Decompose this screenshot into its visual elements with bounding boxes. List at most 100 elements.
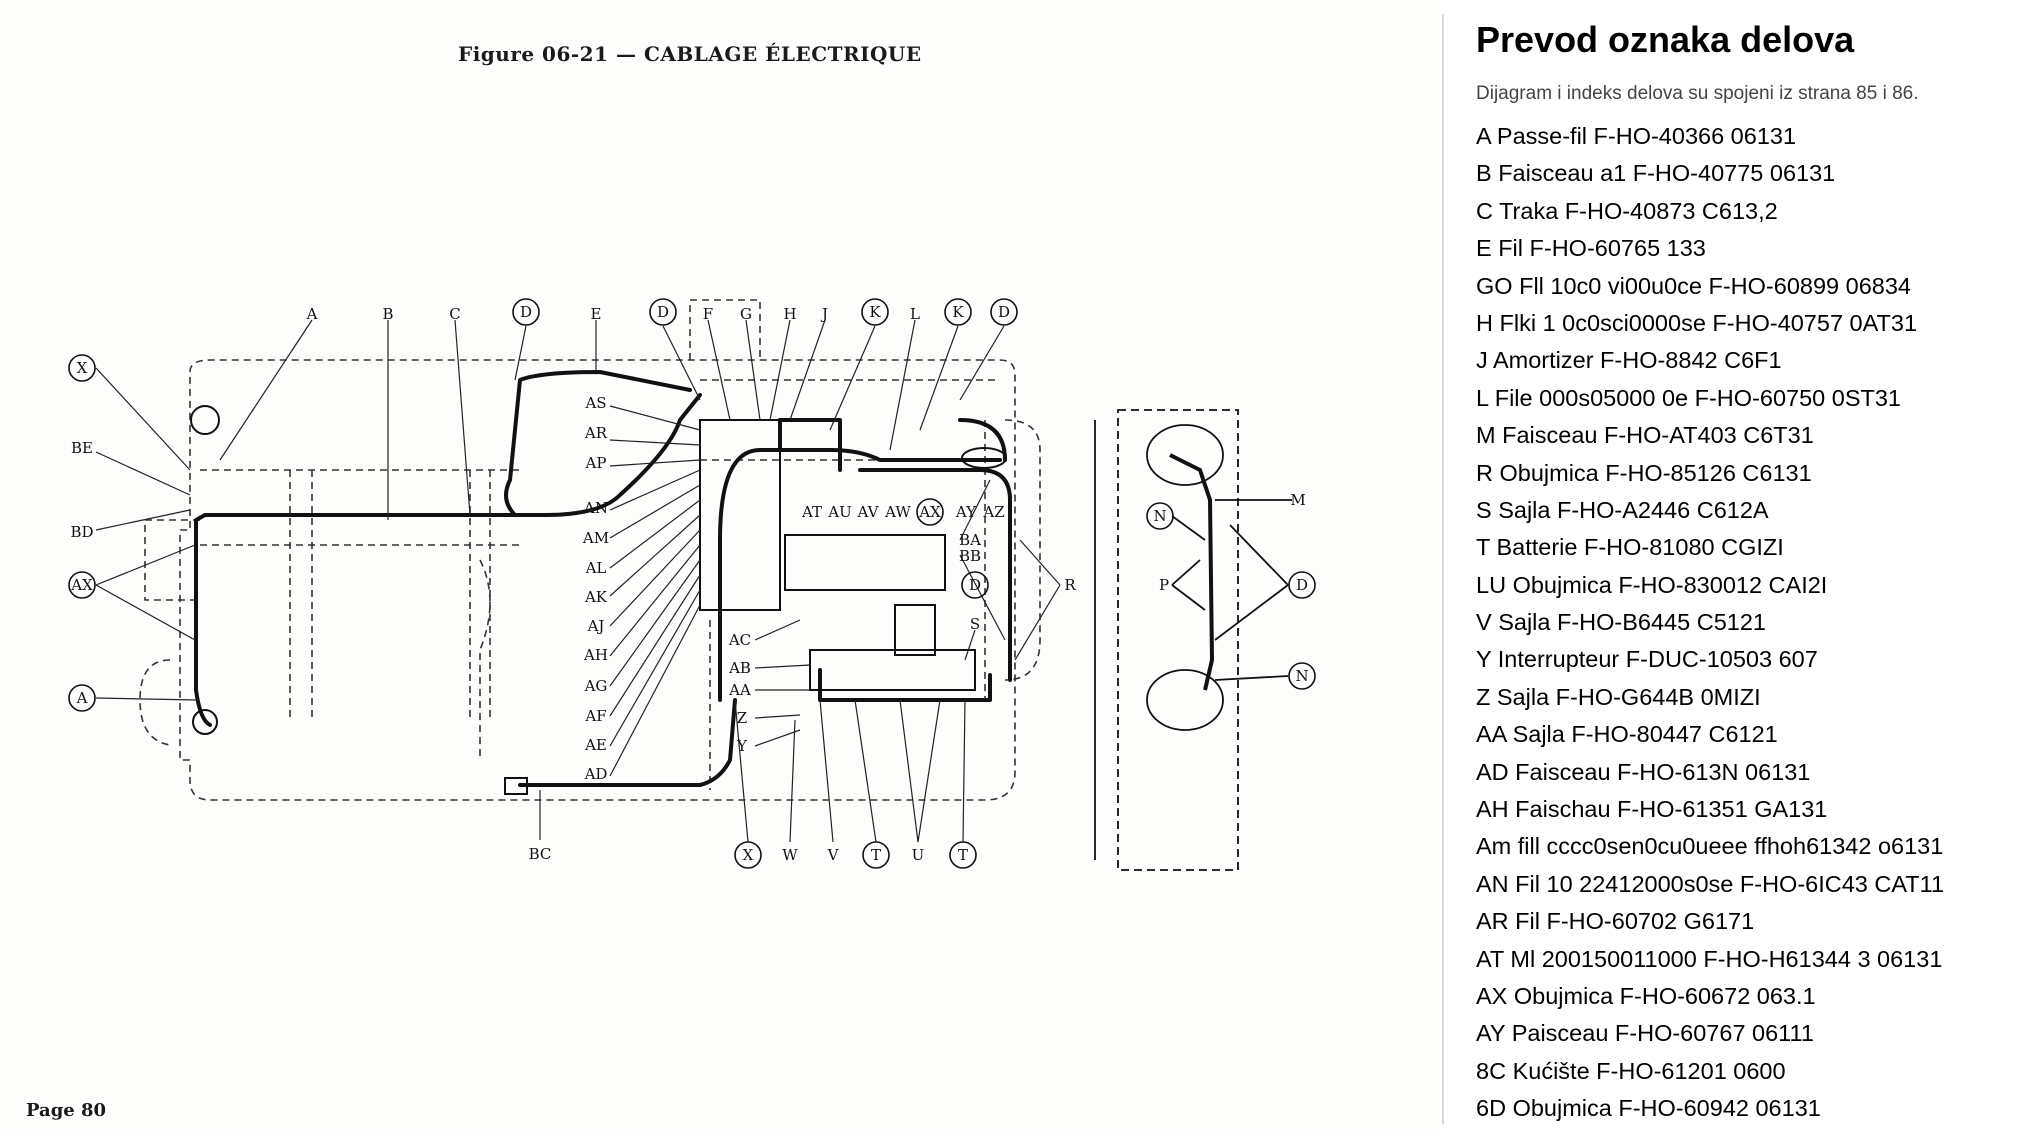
callout-label: C <box>449 305 460 323</box>
legend-item: Y Interrupteur F-DUC-10503 607 <box>1476 646 1818 673</box>
legend-item: Z Sajla F-HO-G644B 0MIZI <box>1476 683 1761 710</box>
legend-item: C Traka F-HO-40873 C613,2 <box>1476 197 1778 224</box>
callout-label: AB <box>728 659 751 677</box>
callout-label: AY <box>955 503 977 521</box>
legend-title: Prevod oznaka delova <box>1476 19 1855 60</box>
callout-label: BC <box>529 845 552 863</box>
scanned-page: A B C D E D F G H J K L K D X BE BD AX A… <box>26 42 1316 1121</box>
legend-item: V Sajla F-HO-B6445 C5121 <box>1476 609 1766 636</box>
callout-label: AA <box>728 681 751 699</box>
callout-label: W <box>782 846 798 864</box>
callout-label: AD <box>584 765 608 783</box>
wiring-diagram: A B C D E D F G H J K L K D X BE BD AX A… <box>68 298 1316 871</box>
callout-label: N <box>1153 507 1166 525</box>
callout-label: G <box>740 305 752 323</box>
callout-label: V <box>827 846 840 864</box>
callout-label: D <box>657 303 669 321</box>
callout-label: AW <box>884 503 911 521</box>
legend-item: T Batterie F-HO-81080 CGIZI <box>1476 534 1784 561</box>
legend-item: S Sajla F-HO-A2446 C612A <box>1476 496 1769 523</box>
callout-label: D <box>1296 576 1308 594</box>
callout-label: AT <box>801 503 822 521</box>
legend-item: AY Paisceau F-HO-60767 06111 <box>1476 1020 1814 1047</box>
legend-item: M Faisceau F-HO-AT403 C6T31 <box>1476 422 1814 449</box>
legend-item: AT Ml 200150011000 F-HO-H61344 3 06131 <box>1476 945 1943 972</box>
legend-item: A Passe-fil F-HO-40366 06131 <box>1476 122 1797 149</box>
legend-item: AA Sajla F-HO-80447 C6121 <box>1476 721 1778 748</box>
page-number: Page 80 <box>26 1100 107 1121</box>
legend-item: Am fill cccc0sen0cu0ueee ffhoh61342 o613… <box>1476 833 1944 860</box>
column-divider <box>1442 14 1444 1124</box>
callout-label: L <box>910 305 920 323</box>
callout-label: B <box>382 305 393 323</box>
legend-item: LU Obujmica F-HO-830012 CAI2I <box>1476 571 1828 598</box>
legend-item: AH Faischau F-HO-61351 GA131 <box>1476 796 1828 823</box>
callout-label: R <box>1064 576 1076 594</box>
callout-label: X <box>77 359 88 377</box>
side-view <box>1094 409 1292 871</box>
legend-item: GO Fll 10c0 vi00u0ce F-HO-60899 06834 <box>1476 272 1911 299</box>
legend-item: R Obujmica F-HO-85126 C6131 <box>1476 459 1812 486</box>
callout-label: E <box>591 305 602 323</box>
circled-callouts <box>68 298 1316 869</box>
callout-label: AU <box>827 503 851 521</box>
legend-item: E Fil F-HO-60765 133 <box>1476 235 1706 262</box>
callout-label: A <box>306 305 318 323</box>
callout-label: AL <box>585 559 607 577</box>
callout-label: BB <box>959 547 981 565</box>
legend-note: Dijagram i indeks delova su spojeni iz s… <box>1476 83 1919 105</box>
callout-label: K <box>869 303 881 321</box>
legend-item: AN Fil 10 22412000s0se F-HO-6IC43 CAT11 <box>1476 870 1945 897</box>
callout-labels: A B C D E D F G H J K L K D X BE BD AX A… <box>70 303 1308 864</box>
callout-label: T <box>958 846 968 864</box>
callout-label: N <box>1295 667 1308 685</box>
callout-label: K <box>952 303 964 321</box>
legend-item: 6D Obujmica F-HO-60942 06131 <box>1476 1095 1821 1122</box>
callout-label: BD <box>70 523 93 541</box>
callout-label: AP <box>585 454 607 472</box>
callout-label: BE <box>71 439 93 457</box>
parts-legend: Prevod oznaka delova Dijagram i indeks d… <box>1476 18 2028 1128</box>
figure-title: Figure 06-21 — CABLAGE ÉLECTRIQUE <box>458 42 922 66</box>
callout-label: AX <box>70 576 93 594</box>
callout-label: D <box>520 303 532 321</box>
legend-item: H Flki 1 0c0sci0000se F-HO-40757 0AT31 <box>1476 309 1918 336</box>
legend-item: AR Fil F-HO-60702 G6171 <box>1476 908 1755 935</box>
components <box>190 405 1007 795</box>
callout-label: AF <box>584 707 606 725</box>
callout-label: AV <box>857 503 880 521</box>
legend-item: L File 000s05000 0e F-HO-60750 0ST31 <box>1476 384 1901 411</box>
callout-label: M <box>1290 491 1305 509</box>
legend-item: B Faisceau a1 F-HO-40775 06131 <box>1476 160 1836 187</box>
callout-label: AN <box>583 499 608 517</box>
callout-label: AX <box>918 503 941 521</box>
callout-label: AE <box>584 736 607 754</box>
callout-label: AM <box>582 529 609 547</box>
callout-label: A <box>76 689 88 707</box>
callout-label: U <box>912 846 925 864</box>
callout-label: BA <box>959 531 981 549</box>
callout-label: AH <box>583 646 608 664</box>
callout-label: T <box>871 846 881 864</box>
legend-list: A Passe-fil F-HO-40366 06131 B Faisceau … <box>1476 118 2028 1128</box>
callout-label: AG <box>584 677 608 695</box>
callout-label: Y <box>736 737 748 755</box>
callout-label: AC <box>728 631 751 649</box>
callout-label: D <box>998 303 1010 321</box>
callout-label: AK <box>584 588 608 606</box>
callout-label: AJ <box>587 617 605 635</box>
leader-lines <box>95 319 1061 843</box>
callout-label: AS <box>584 394 606 412</box>
callout-label: S <box>970 615 980 633</box>
callout-label: J <box>820 305 828 323</box>
legend-item: 8C Kućište F-HO-61201 0600 <box>1476 1057 1786 1084</box>
legend-item: AX Obujmica F-HO-60672 063.1 <box>1476 982 1816 1009</box>
callout-label: AZ <box>982 503 1004 521</box>
legend-item: J Amortizer F-HO-8842 C6F1 <box>1476 347 1782 374</box>
callout-label: F <box>703 305 713 323</box>
callout-label: H <box>783 305 796 323</box>
callout-label: Z <box>737 709 747 727</box>
callout-label: D <box>969 576 981 594</box>
callout-label: X <box>743 846 754 864</box>
callout-label: AR <box>584 424 608 442</box>
